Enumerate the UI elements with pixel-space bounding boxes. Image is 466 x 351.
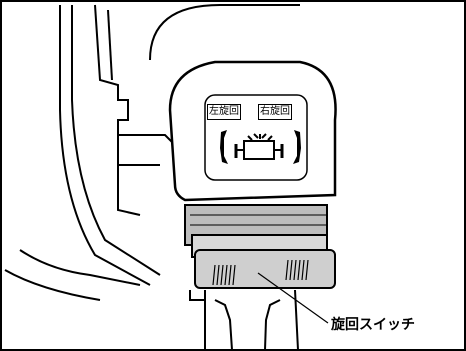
lower-mount xyxy=(189,289,299,351)
motor-symbol-icon xyxy=(234,133,284,160)
rotate-right-arrow-icon xyxy=(293,130,301,164)
right-rotation-label: 右旋回 xyxy=(258,104,292,120)
rotation-switch xyxy=(194,249,336,289)
housing-dome xyxy=(149,4,300,61)
switch-grip-left xyxy=(212,264,236,286)
left-rotation-label: 左旋回 xyxy=(207,104,241,120)
rotate-left-arrow-icon xyxy=(220,130,228,164)
callout-leader xyxy=(257,272,329,324)
rotation-switch-callout: 旋回スイッチ xyxy=(331,317,415,333)
switch-grip-right xyxy=(285,259,309,281)
tool-body xyxy=(4,4,181,301)
